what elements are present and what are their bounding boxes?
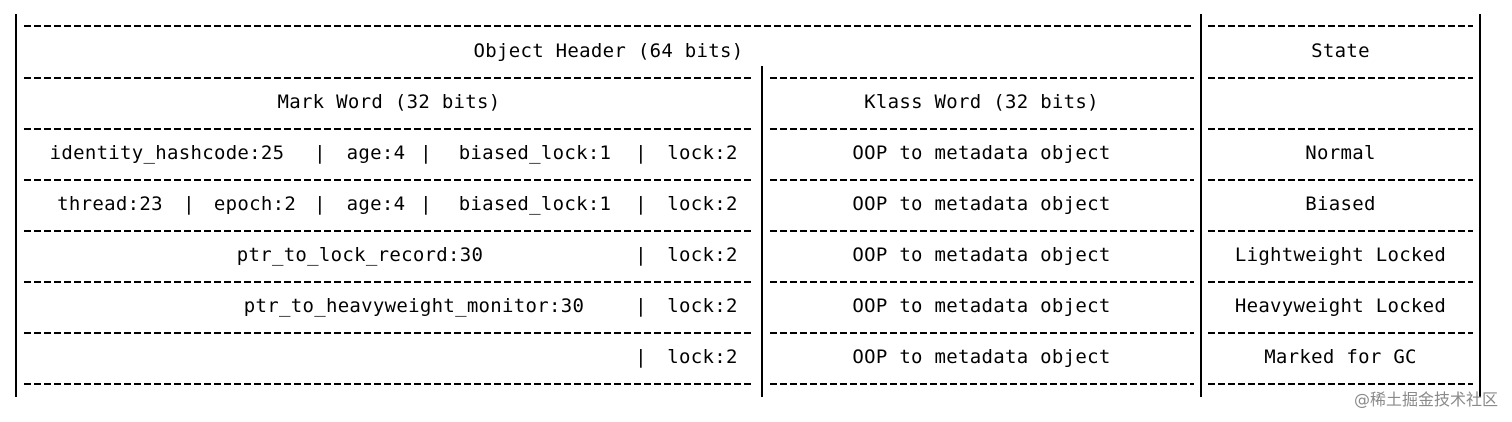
rule-2-mark	[24, 128, 754, 130]
row-lightweight-lock: lock:2	[667, 244, 738, 266]
field-separator: |	[420, 142, 432, 164]
rule-2-state	[1208, 128, 1473, 130]
field-separator: |	[635, 193, 647, 215]
row-heavyweight-field-ptr-to-heavyweight-monitor: ptr_to_heavyweight_monitor:30	[243, 295, 585, 317]
rule-top-left	[24, 25, 1194, 27]
rule-6-mark	[24, 332, 754, 334]
row-marked-gc-lock: lock:2	[667, 346, 738, 368]
row-biased-field-age: age:4	[346, 193, 406, 215]
field-separator: |	[635, 142, 647, 164]
row-marked-gc-klass: OOP to metadata object	[852, 346, 1111, 368]
row-biased-field-thread: thread:23	[57, 193, 163, 215]
rule-bottom-klass	[770, 383, 1194, 385]
field-separator: |	[635, 295, 647, 317]
row-biased-lock: lock:2	[667, 193, 738, 215]
row-heavyweight-klass: OOP to metadata object	[852, 295, 1111, 317]
rule-top-right	[1208, 25, 1473, 27]
field-separator: |	[635, 244, 647, 266]
watermark-text: @稀土掘金技术社区	[1353, 390, 1498, 409]
rule-5-klass	[770, 281, 1194, 283]
rule-5-mark	[24, 281, 754, 283]
rule-3-state	[1208, 179, 1473, 181]
border-left	[15, 14, 17, 397]
rule-1-mark	[24, 77, 754, 79]
rule-6-klass	[770, 332, 1194, 334]
row-heavyweight-lock: lock:2	[667, 295, 738, 317]
mark-word-title: Mark Word (32 bits)	[277, 91, 501, 113]
field-separator: |	[314, 193, 326, 215]
rule-bottom-state	[1208, 383, 1473, 385]
rule-3-klass	[770, 179, 1194, 181]
row-normal-lock: lock:2	[667, 142, 738, 164]
row-biased-field-epoch: epoch:2	[213, 193, 297, 215]
row-normal-field-age: age:4	[346, 142, 406, 164]
row-marked-gc-state: Marked for GC	[1264, 346, 1417, 368]
row-lightweight-klass: OOP to metadata object	[852, 244, 1111, 266]
row-lightweight-field-ptr-to-lock-record: ptr_to_lock_record:30	[236, 244, 484, 266]
rule-4-state	[1208, 230, 1473, 232]
rule-1-klass	[770, 77, 1194, 79]
rule-5-state	[1208, 281, 1473, 283]
rule-1-state	[1208, 77, 1473, 79]
border-state-left	[1200, 14, 1202, 397]
border-right	[1479, 14, 1481, 397]
row-biased-state: Biased	[1305, 193, 1376, 215]
row-normal-field-biased-lock: biased_lock:1	[458, 142, 612, 164]
rule-4-mark	[24, 230, 754, 232]
field-separator: |	[314, 142, 326, 164]
field-separator: |	[420, 193, 432, 215]
row-biased-field-biased-lock: biased_lock:1	[458, 193, 612, 215]
row-normal-field-identity-hashcode: identity_hashcode:25	[49, 142, 285, 164]
row-normal-state: Normal	[1305, 142, 1376, 164]
field-separator: |	[183, 193, 195, 215]
rule-bottom-mark	[24, 383, 754, 385]
rule-4-klass	[770, 230, 1194, 232]
row-biased-klass: OOP to metadata object	[852, 193, 1111, 215]
field-separator: |	[635, 346, 647, 368]
object-header-title: Object Header (64 bits)	[473, 40, 744, 62]
rule-2-klass	[770, 128, 1194, 130]
klass-word-title: Klass Word (32 bits)	[864, 91, 1099, 113]
rule-3-mark	[24, 179, 754, 181]
border-mark-klass	[761, 66, 763, 397]
state-column-title: State	[1311, 40, 1370, 62]
row-heavyweight-state: Heavyweight Locked	[1234, 295, 1447, 317]
row-normal-klass: OOP to metadata object	[852, 142, 1111, 164]
row-lightweight-state: Lightweight Locked	[1234, 244, 1447, 266]
rule-6-state	[1208, 332, 1473, 334]
